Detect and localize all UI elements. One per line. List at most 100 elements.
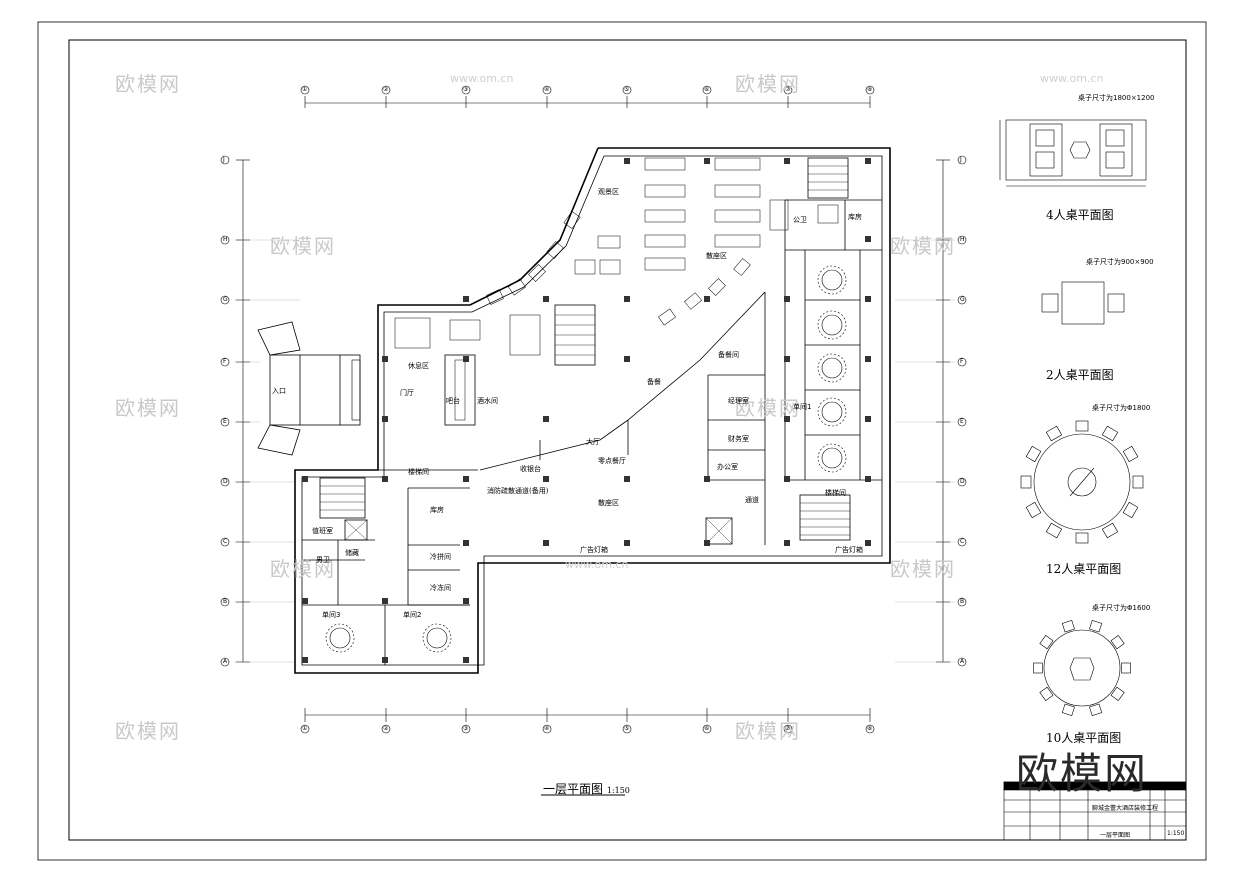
axis-label: ⑦	[785, 725, 791, 732]
table2-note: 桌子尺寸为900×900	[1086, 258, 1154, 266]
axis-label: E	[223, 418, 227, 425]
watermark: 欧模网	[890, 557, 956, 581]
room-lobby: 门厅	[400, 389, 414, 397]
chair	[1039, 635, 1054, 650]
outer-border	[37, 21, 1207, 861]
chair	[1089, 703, 1103, 717]
chair	[1110, 686, 1125, 701]
axis-label: ①	[302, 725, 308, 732]
axis-label: E	[960, 418, 964, 425]
room-duty: 值班室	[312, 527, 333, 535]
grid-axis-lines	[234, 239, 955, 663]
chair	[1110, 635, 1125, 650]
chair	[1033, 662, 1043, 674]
room-rest-area: 休息区	[408, 362, 429, 370]
watermark-url: www.om.cn	[450, 72, 514, 85]
room-service: 备餐	[647, 378, 661, 386]
room-cold-plate: 冷拼间	[430, 553, 451, 561]
chair	[1061, 619, 1075, 633]
chair	[1045, 425, 1063, 442]
room-cashier: 收银台	[520, 465, 541, 473]
titleblock-project: 聊城金蕾大酒店装修工程	[1092, 805, 1159, 812]
inner-border	[68, 39, 1187, 841]
top-dimension-line	[304, 96, 871, 108]
axis-label: ⑧	[867, 86, 873, 93]
left-dimension-line	[236, 159, 250, 663]
axis-label: ⑦	[785, 86, 791, 93]
table2-title: 2人桌平面图	[1046, 368, 1114, 382]
axis-label: ⑧	[867, 725, 873, 732]
room-private1: 单间1	[793, 403, 812, 411]
detail-table12-chairs	[1020, 420, 1144, 544]
room-stair-a: 楼梯间	[408, 468, 429, 476]
chair	[1025, 501, 1042, 519]
detail-table10-chairs	[1033, 619, 1131, 717]
room-male-wc: 男卫	[316, 556, 330, 564]
axis-label: ⑥	[704, 725, 710, 732]
titleblock-drawing-name: 一层平面图	[1100, 832, 1131, 839]
axis-label: B	[960, 598, 965, 605]
table4-note: 桌子尺寸为1800×1200	[1078, 94, 1155, 102]
watermark: 欧模网	[115, 719, 181, 743]
room-view-dining: 观景区	[598, 188, 619, 196]
axis-label: ③	[463, 725, 469, 732]
detail-table10	[1043, 629, 1121, 707]
chair	[1089, 619, 1103, 633]
axis-label: ①	[302, 86, 308, 93]
columns	[302, 158, 871, 663]
drawing-title-text: 一层平面图	[543, 782, 604, 796]
room-stair-c: 楼梯间	[825, 489, 846, 497]
room-dining: 散座区	[598, 499, 619, 507]
chair	[1025, 445, 1042, 463]
chair	[1122, 445, 1139, 463]
watermark: 欧模网	[735, 72, 801, 96]
axis-label: ④	[544, 86, 550, 93]
axis-label: A	[960, 658, 965, 665]
chair	[1075, 532, 1089, 544]
entrance-canopy	[257, 321, 361, 456]
watermark-url: www.om.cn	[565, 558, 629, 571]
axis-label: D	[960, 478, 965, 485]
axis-label: ⑤	[624, 725, 630, 732]
table4-title: 4人桌平面图	[1046, 208, 1114, 222]
room-freezer: 冷冻间	[430, 584, 451, 592]
axis-label: B	[223, 598, 228, 605]
table12-note: 桌子尺寸为Φ1800	[1092, 404, 1151, 412]
axis-label: A	[223, 658, 228, 665]
axis-label: C	[223, 538, 228, 545]
chair	[1075, 420, 1089, 432]
axis-label: ④	[544, 725, 550, 732]
bottom-dimension-line	[304, 708, 871, 722]
title-block	[1003, 781, 1187, 841]
room-store-b: 库房	[848, 213, 862, 221]
round-tables	[325, 265, 847, 653]
chair	[1039, 686, 1054, 701]
room-wc-b: 公卫	[793, 216, 807, 224]
table12-title: 12人桌平面图	[1046, 562, 1122, 576]
axis-label: F	[960, 358, 964, 365]
watermark: 欧模网	[890, 234, 956, 258]
watermark-url: www.om.cn	[1040, 72, 1104, 85]
watermark: 欧模网	[270, 234, 336, 258]
chair	[1101, 425, 1119, 442]
watermark: 欧模网	[115, 72, 181, 96]
dining-tables	[394, 157, 839, 356]
axis-label: ②	[383, 725, 389, 732]
axis-label: G	[960, 296, 965, 303]
room-office: 办公室	[717, 463, 738, 471]
watermark: 欧模网	[270, 557, 336, 581]
axis-label: ③	[463, 86, 469, 93]
room-dining-area: 散座区	[706, 252, 727, 260]
chair	[1045, 522, 1063, 539]
room-private3: 单间3	[322, 611, 341, 619]
room-hall: 大厅	[586, 438, 600, 446]
drawing-scale: 1:150	[606, 786, 630, 795]
chair	[1121, 662, 1131, 674]
chair	[1061, 703, 1075, 717]
ad-wall-1: 广告灯箱	[580, 546, 608, 554]
axis-label: J	[960, 156, 962, 163]
room-bar: 吧台	[446, 397, 460, 405]
detail-table12	[1033, 433, 1131, 531]
